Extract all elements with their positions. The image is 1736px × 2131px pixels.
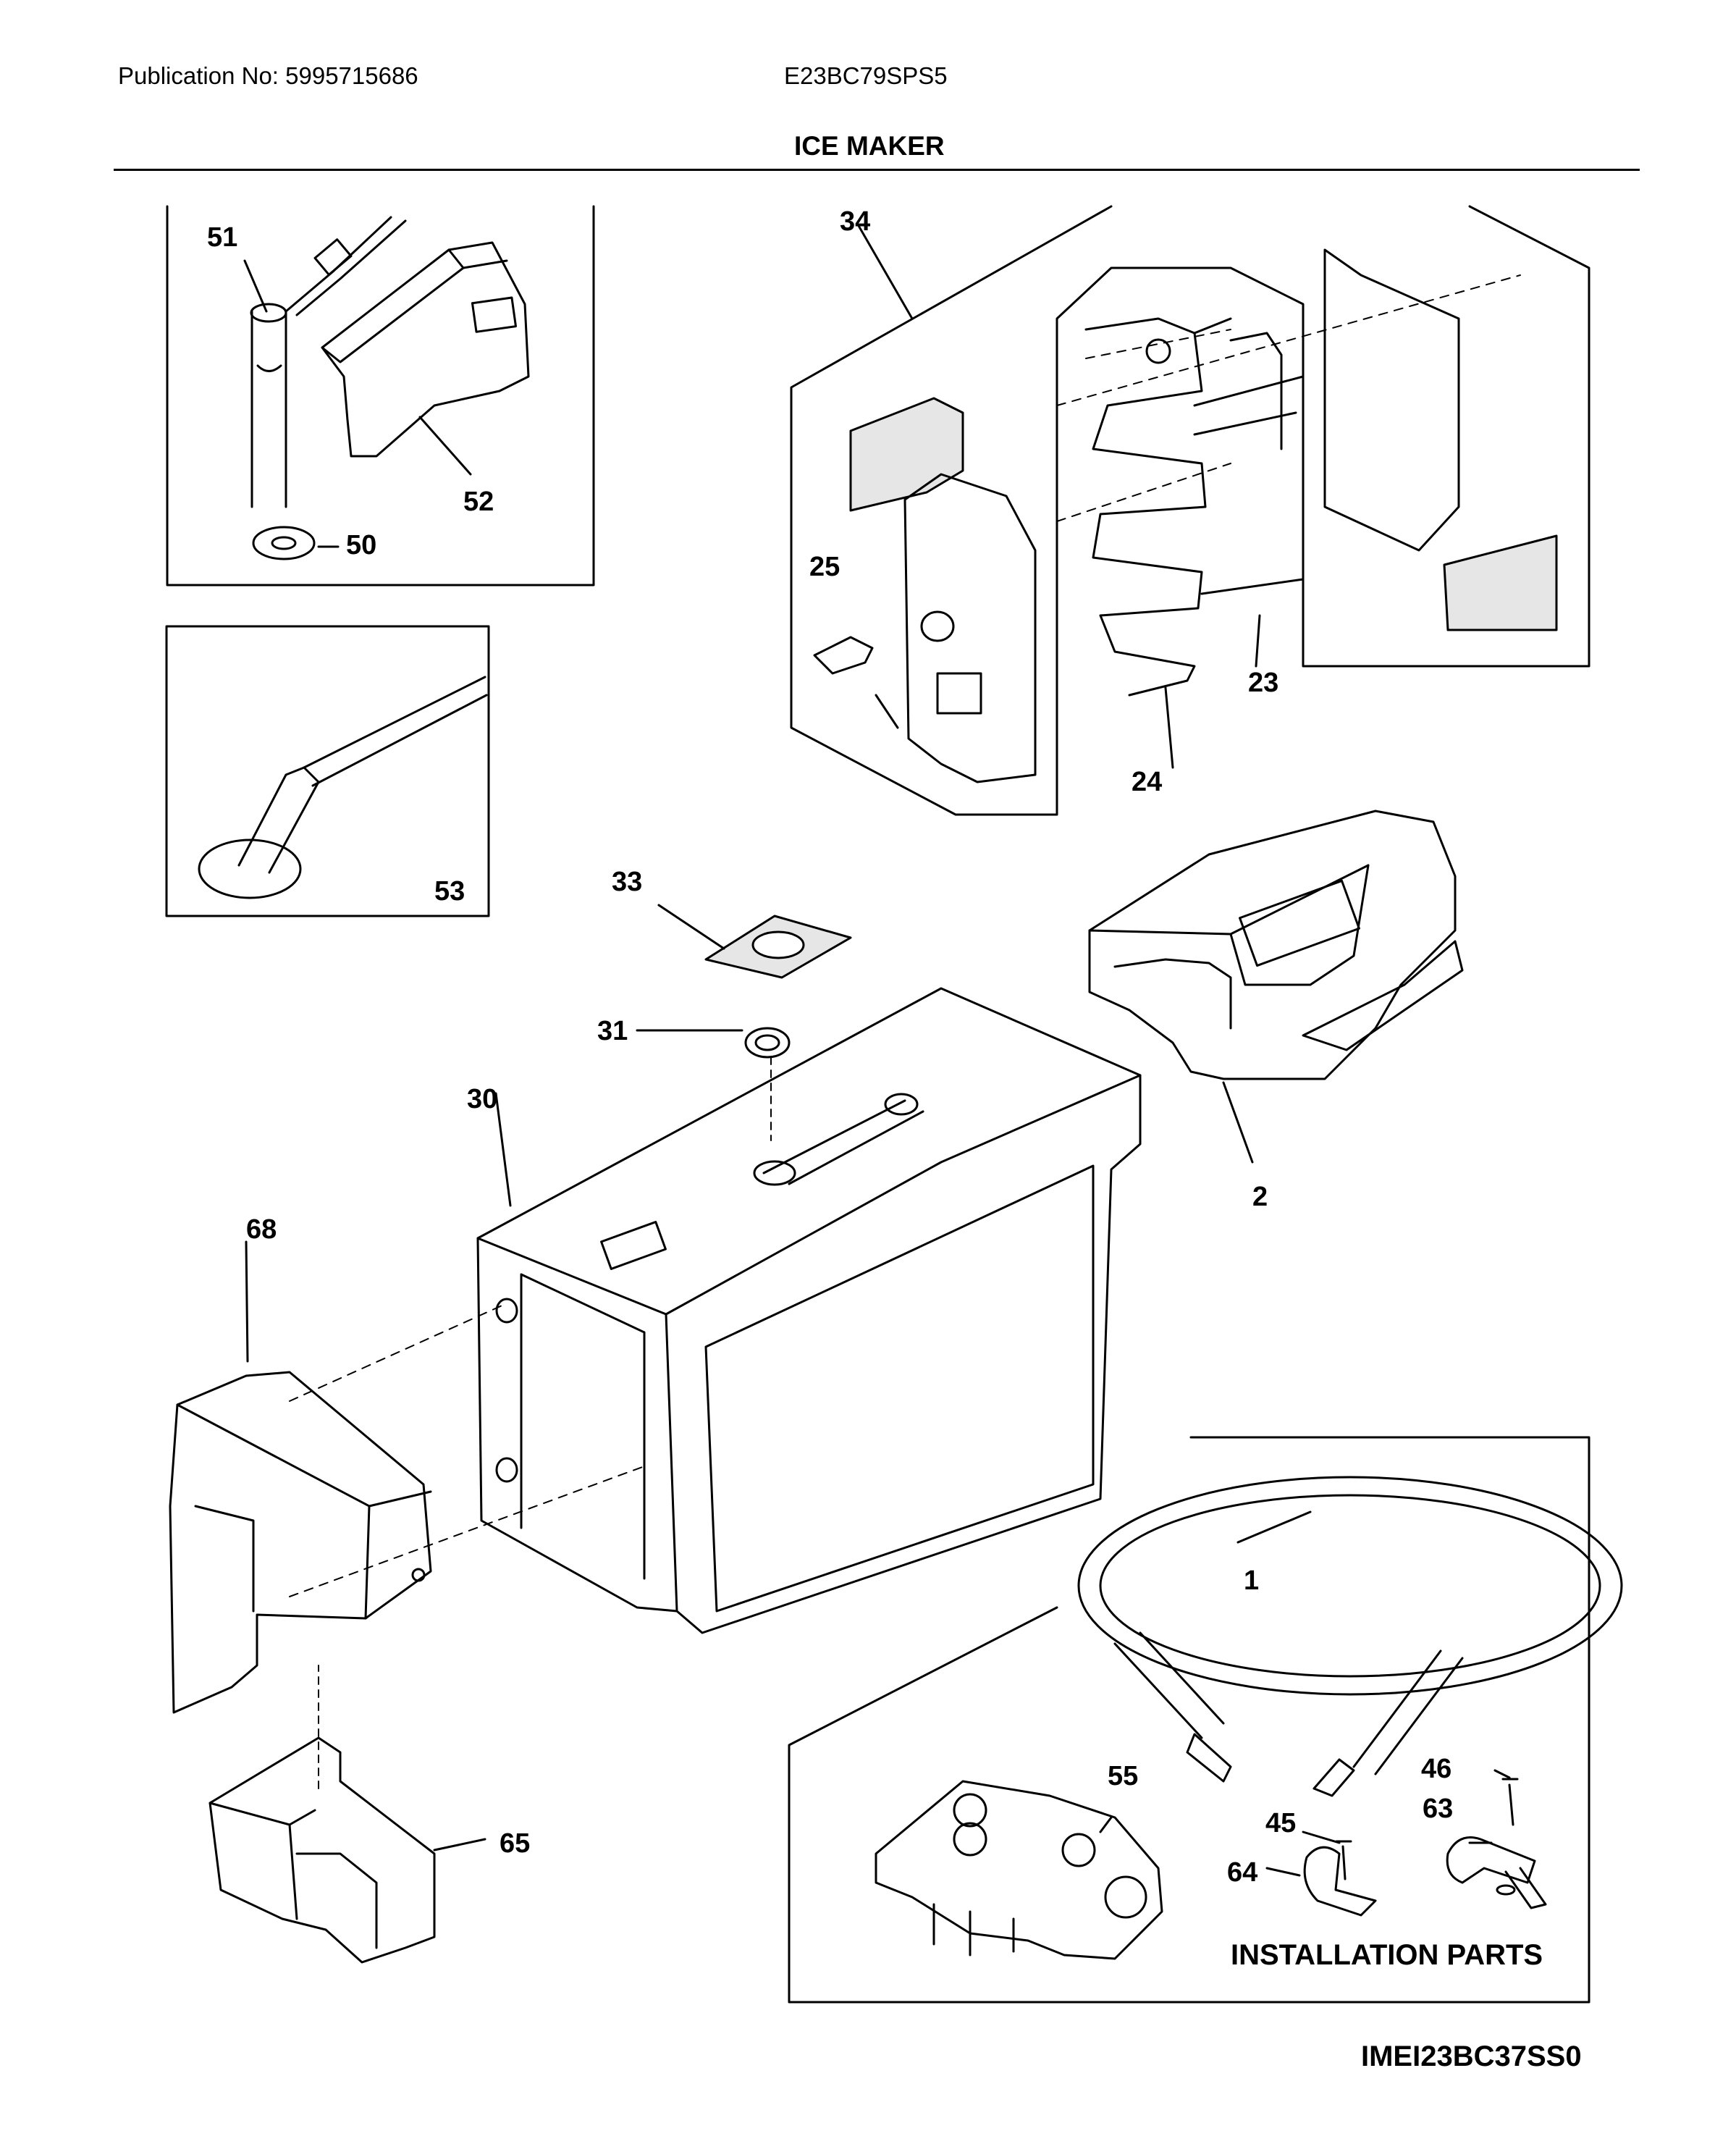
label-part-51: 51 xyxy=(207,222,237,253)
label-part-46: 46 xyxy=(1421,1754,1451,1784)
label-part-33: 33 xyxy=(612,867,642,897)
inset-evaporator xyxy=(790,205,1590,816)
label-part-25: 25 xyxy=(809,552,840,582)
label-part-24: 24 xyxy=(1132,767,1162,797)
gasket-and-grommet xyxy=(636,904,852,1141)
ice-maker-unit xyxy=(1088,810,1464,1164)
label-part-1: 1 xyxy=(1244,1565,1259,1596)
publication-number: Publication No: 5995715686 xyxy=(118,62,418,89)
label-part-50: 50 xyxy=(346,530,376,560)
label-part-34: 34 xyxy=(840,206,870,237)
installation-parts-label: INSTALLATION PARTS xyxy=(1231,1939,1543,1971)
label-part-2: 2 xyxy=(1252,1182,1268,1212)
label-part-45: 45 xyxy=(1265,1808,1296,1838)
bracket-65 xyxy=(208,1665,486,1964)
label-part-52: 52 xyxy=(463,487,494,517)
label-part-31: 31 xyxy=(597,1016,628,1046)
label-part-65: 65 xyxy=(500,1828,530,1859)
inset-drain-tube xyxy=(165,625,490,917)
section-title: ICE MAKER xyxy=(794,131,945,161)
label-part-55: 55 xyxy=(1108,1761,1138,1791)
header-rule xyxy=(114,169,1640,171)
label-part-64: 64 xyxy=(1227,1857,1257,1888)
label-part-30: 30 xyxy=(467,1084,497,1114)
label-part-68: 68 xyxy=(246,1214,277,1245)
inset-installation-parts xyxy=(788,1436,1623,2004)
cover-68 xyxy=(169,1240,432,1714)
label-part-23: 23 xyxy=(1248,668,1278,698)
ice-bin-housing xyxy=(289,987,1142,1634)
inset-fill-tube xyxy=(166,205,595,587)
diagram-code: IMEI23BC37SS0 xyxy=(1361,2040,1582,2072)
label-part-63: 63 xyxy=(1423,1794,1453,1824)
model-number: E23BC79SPS5 xyxy=(784,62,948,89)
label-part-53: 53 xyxy=(434,876,465,907)
